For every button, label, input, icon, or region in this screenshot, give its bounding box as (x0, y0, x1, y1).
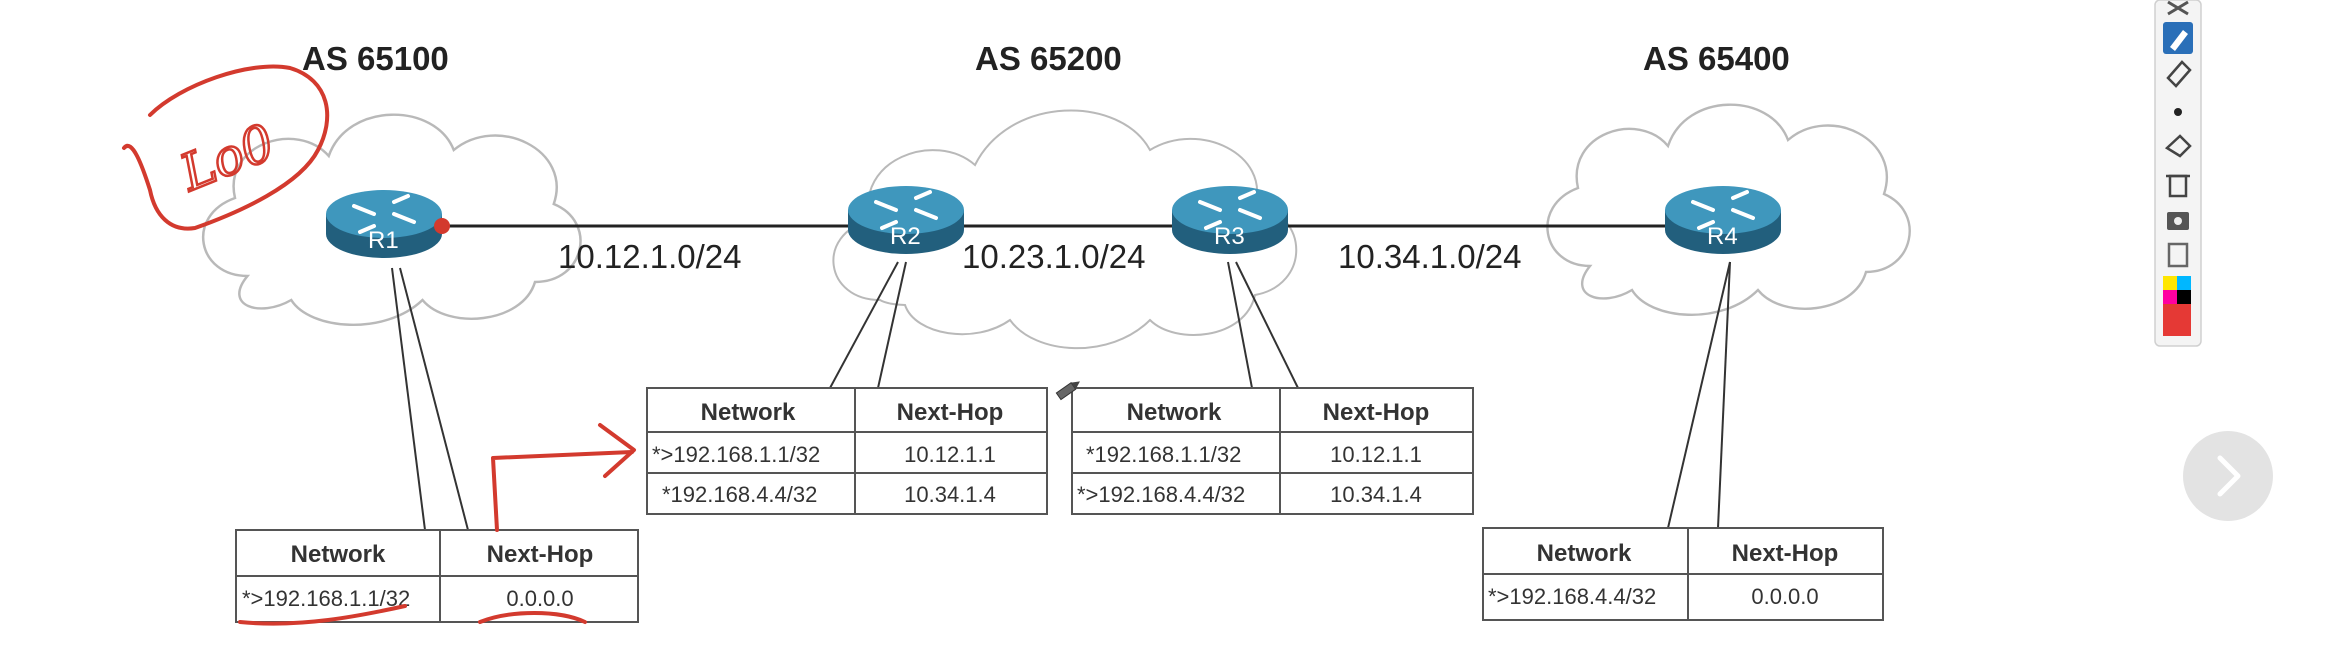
table-header-network: Network (291, 541, 386, 568)
router-label-r4: R4 (1707, 223, 1738, 250)
ink-arrow-to-r2-table (491, 450, 634, 532)
table-cell-network: *>192.168.1.1/32 (242, 586, 410, 611)
table-header-network: Network (701, 399, 796, 426)
bgp-table-r2: Network Next-Hop *>192.168.1.1/32 10.12.… (646, 387, 1048, 515)
link-label-10-12: 10.12.1.0/24 (558, 238, 742, 275)
dot-icon[interactable] (2174, 108, 2182, 116)
table-header-network: Network (1537, 540, 1632, 567)
table-cell-next-hop: 10.12.1.1 (904, 442, 996, 467)
clipboard-icon[interactable] (2167, 242, 2189, 268)
ink-underline-next-hop (478, 611, 587, 624)
as-label-65200: AS 65200 (975, 40, 1122, 77)
table-cell-next-hop: 0.0.0.0 (1751, 584, 1818, 609)
camera-icon[interactable] (2167, 212, 2189, 230)
table-cell-network: *192.168.4.4/32 (662, 482, 817, 507)
eraser-icon[interactable] (2164, 134, 2192, 158)
ink-circle-lo0 (122, 64, 330, 231)
chevron-right-icon (2217, 455, 2241, 497)
callout-r1 (391, 267, 469, 531)
bgp-table-r3: Network Next-Hop *192.168.1.1/32 10.12.1… (1071, 387, 1474, 515)
table-cell-next-hop: 0.0.0.0 (506, 586, 573, 611)
router-r3: R3 (1170, 184, 1290, 256)
callout-r2 (829, 261, 907, 389)
trash-icon[interactable] (2166, 174, 2190, 198)
bgp-table-r1: Network Next-Hop *>192.168.1.1/32 0.0.0.… (235, 529, 639, 623)
router-label-r2: R2 (890, 223, 921, 250)
table-header-next-hop: Next-Hop (487, 541, 594, 568)
callout-r3 (1227, 261, 1299, 389)
table-cell-next-hop: 10.12.1.1 (1330, 442, 1422, 467)
as-label-65100: AS 65100 (302, 40, 449, 77)
table-header-next-hop: Next-Hop (1732, 540, 1839, 567)
close-icon[interactable] (2167, 0, 2189, 16)
mouse-cursor (1055, 381, 1080, 401)
marker-icon[interactable] (2166, 60, 2192, 88)
ink-underline-network (238, 604, 407, 626)
router-r2: R2 (846, 184, 966, 256)
router-r1: R1 (324, 188, 444, 260)
ink-arrow-head (598, 423, 636, 478)
table-header-next-hop: Next-Hop (897, 399, 1004, 426)
table-header-next-hop: Next-Hop (1323, 399, 1430, 426)
table-cell-next-hop: 10.34.1.4 (1330, 482, 1422, 507)
router-r4: R4 (1663, 184, 1783, 256)
table-header-network: Network (1127, 399, 1222, 426)
bgp-table-r4: Network Next-Hop *>192.168.4.4/32 0.0.0.… (1482, 527, 1884, 621)
router-label-r3: R3 (1214, 223, 1245, 250)
router-r1-port-dot (434, 218, 450, 234)
next-slide-button[interactable] (2183, 431, 2273, 521)
color-palette-icon[interactable] (2163, 276, 2191, 336)
table-cell-network: *192.168.1.1/32 (1086, 442, 1241, 467)
link-label-10-34: 10.34.1.0/24 (1338, 238, 1522, 275)
table-cell-network: *>192.168.1.1/32 (652, 442, 820, 467)
table-cell-network: *>192.168.4.4/32 (1488, 584, 1656, 609)
callout-r4 (1667, 261, 1731, 529)
link-label-10-23: 10.23.1.0/24 (962, 238, 1146, 275)
table-cell-network: *>192.168.4.4/32 (1077, 482, 1245, 507)
pen-icon[interactable] (2163, 22, 2193, 54)
annotation-toolbar (2154, 0, 2202, 347)
table-cell-next-hop: 10.34.1.4 (904, 482, 996, 507)
as-label-65400: AS 65400 (1643, 40, 1790, 77)
router-label-r1: R1 (368, 227, 399, 254)
